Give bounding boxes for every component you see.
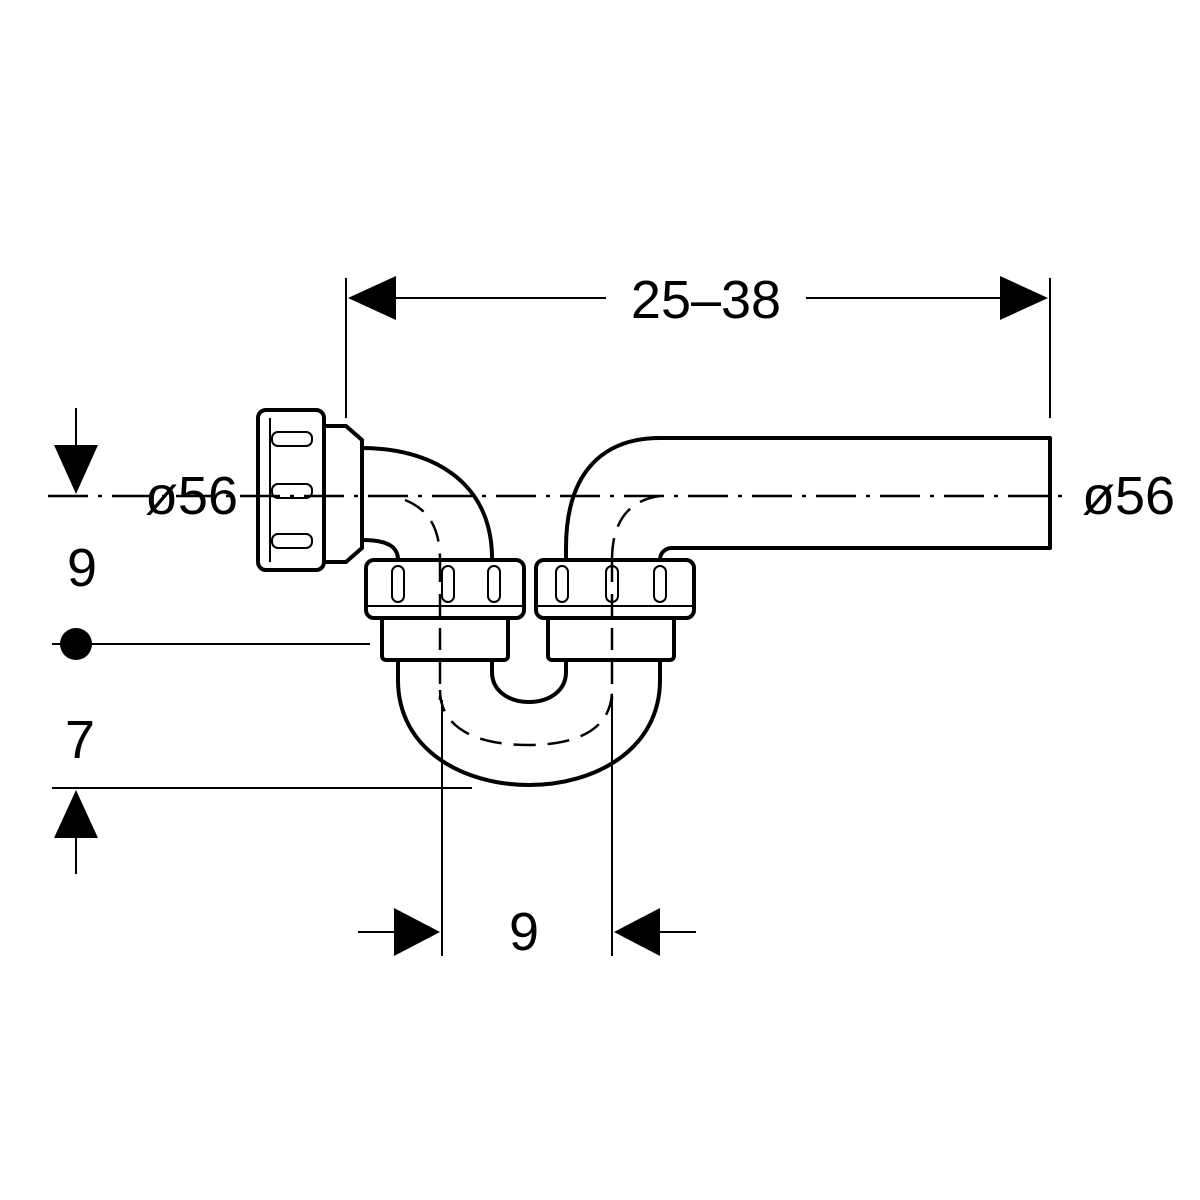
left-nut-slot-3 [271, 533, 313, 549]
top-length-label: 25–38 [631, 270, 781, 330]
bottom-width-label: 9 [509, 902, 539, 962]
left-dim-bottom-arrow [54, 790, 98, 838]
top-dim-arrow-right [1000, 276, 1048, 320]
left-bend-hidden-line [404, 498, 442, 561]
left-reducer [320, 424, 364, 564]
right-trap-nut [534, 558, 696, 620]
left-inlet-bend [360, 446, 494, 562]
right-diameter-label: ø56 [1082, 466, 1175, 526]
left-sleeve [380, 614, 510, 662]
left-lower-height-label: 7 [65, 710, 95, 770]
bottom-dim-arrow-left [394, 908, 440, 956]
left-nut-slot-1 [271, 431, 313, 447]
left-diameter-label: ø56 [145, 466, 238, 526]
left-dim-middle-dot [60, 628, 92, 660]
right-outlet-pipe [564, 436, 1052, 562]
bottom-dim-arrow-right [614, 908, 660, 956]
left-upper-height-label: 9 [67, 538, 97, 598]
u-trap-bend [396, 653, 662, 787]
left-dim-top-arrow [54, 445, 98, 494]
left-nut-slot-2 [271, 483, 313, 499]
right-bend-hidden-line [610, 494, 661, 561]
left-trap-nut [364, 558, 526, 620]
left-union-nut [256, 408, 326, 572]
top-dim-arrow-left [348, 276, 396, 320]
trap-hidden-inner-line [438, 689, 614, 747]
